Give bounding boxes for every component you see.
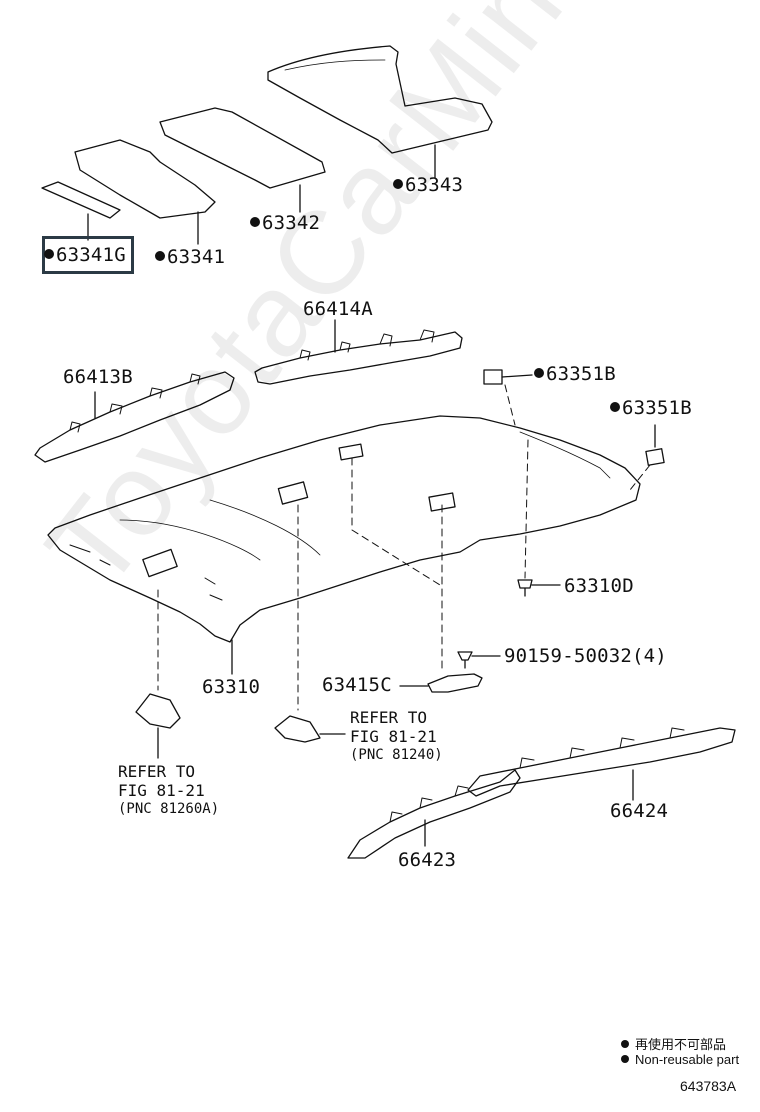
map-lamp-left (135, 693, 181, 729)
part-63415C (427, 673, 483, 693)
non-reusable-dot-icon (393, 179, 403, 189)
non-reusable-dot-icon (155, 251, 165, 261)
reference-line-3: (PNC 81260A) (118, 801, 220, 817)
label-63310[interactable]: 63310 (202, 676, 261, 698)
part-63310-headliner (47, 415, 641, 643)
part-63342-pad (159, 107, 326, 189)
figure-id: 643783A (680, 1078, 737, 1094)
reference-line-1: REFER TO (350, 708, 428, 727)
reference-line-2: FIG 81-21 (350, 727, 437, 746)
label-66413B[interactable]: 66413B (63, 366, 133, 388)
part-63341G-strip (41, 181, 121, 219)
headliner-opening-rear (428, 492, 456, 512)
part-63343-pad (267, 45, 493, 154)
non-reusable-dot-icon (250, 217, 260, 227)
reference-note-right[interactable]: REFER TO FIG 81-21 (PNC 81240) (350, 708, 443, 765)
non-reusable-dot-icon (621, 1040, 629, 1048)
part-63351B-clip-top (483, 369, 503, 385)
reference-line-3: (PNC 81240) (350, 747, 443, 763)
part-63310D-screw (517, 579, 533, 597)
part-90159-clip (457, 651, 473, 669)
label-66414A[interactable]: 66414A (303, 298, 373, 320)
label-66423[interactable]: 66423 (398, 849, 457, 871)
legend-english: Non-reusable part (621, 1052, 739, 1067)
label-63342[interactable]: 63342 (250, 214, 320, 233)
part-66413B-bracket (34, 371, 235, 463)
label-90159-50032[interactable]: 90159-50032(4) (504, 645, 667, 667)
reference-note-left[interactable]: REFER TO FIG 81-21 (PNC 81260A) (118, 762, 219, 819)
part-63341-pad (74, 139, 216, 219)
label-66424[interactable]: 66424 (610, 800, 669, 822)
part-66423-bracket (347, 769, 521, 859)
headliner-opening-left (142, 548, 178, 578)
reference-line-2: FIG 81-21 (118, 781, 205, 800)
non-reusable-dot-icon (44, 249, 54, 259)
part-66424-bracket (467, 727, 736, 797)
map-lamp-center (274, 715, 321, 743)
headliner-opening-center (277, 481, 309, 505)
label-63341G[interactable]: 63341G (44, 246, 126, 265)
non-reusable-dot-icon (621, 1055, 629, 1063)
part-66414A-bracket (254, 331, 463, 385)
legend-japanese: 再使用不可部品 (621, 1034, 726, 1053)
non-reusable-dot-icon (534, 368, 544, 378)
reference-line-1: REFER TO (118, 762, 196, 781)
label-63341[interactable]: 63341 (155, 248, 225, 267)
part-63351B-clip-right (645, 448, 665, 466)
label-63351B-right[interactable]: 63351B (610, 399, 692, 418)
non-reusable-dot-icon (610, 402, 620, 412)
label-63351B-top[interactable]: 63351B (534, 365, 616, 384)
label-63310D[interactable]: 63310D (564, 575, 634, 597)
label-63343[interactable]: 63343 (393, 176, 463, 195)
highlight-box-63341G (42, 236, 134, 274)
label-63415C[interactable]: 63415C (322, 674, 392, 696)
